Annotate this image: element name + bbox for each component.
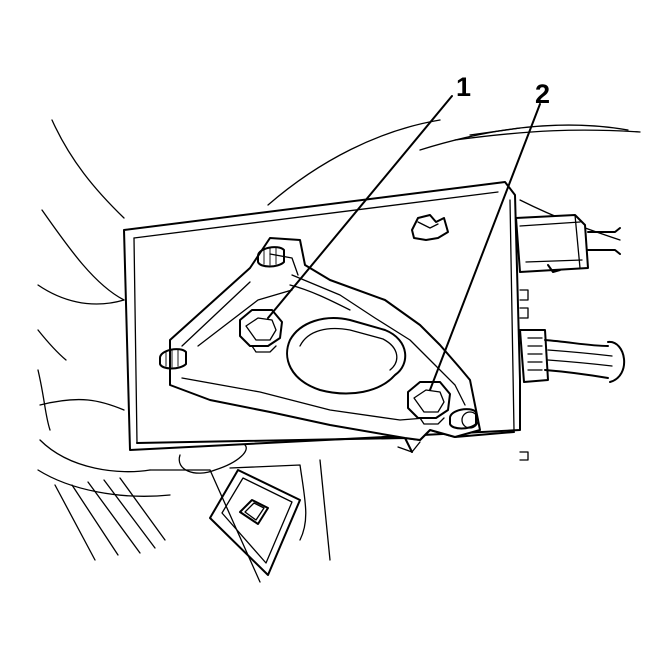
- electrical-connectors: [515, 214, 626, 461]
- leader-lines: [267, 95, 541, 391]
- leader-line-1: [267, 95, 453, 319]
- switch-block: [209, 469, 301, 576]
- nut-1: [239, 309, 283, 353]
- mounting-studs: [159, 246, 479, 430]
- leader-line-2: [429, 103, 541, 391]
- mounting-bracket: [169, 237, 481, 441]
- vehicle-background-structure: [37, 119, 641, 583]
- nut-2: [407, 381, 451, 425]
- callout-label-2: 2: [535, 79, 550, 109]
- callout-label-1: 1: [456, 72, 471, 102]
- retaining-clip: [411, 214, 449, 241]
